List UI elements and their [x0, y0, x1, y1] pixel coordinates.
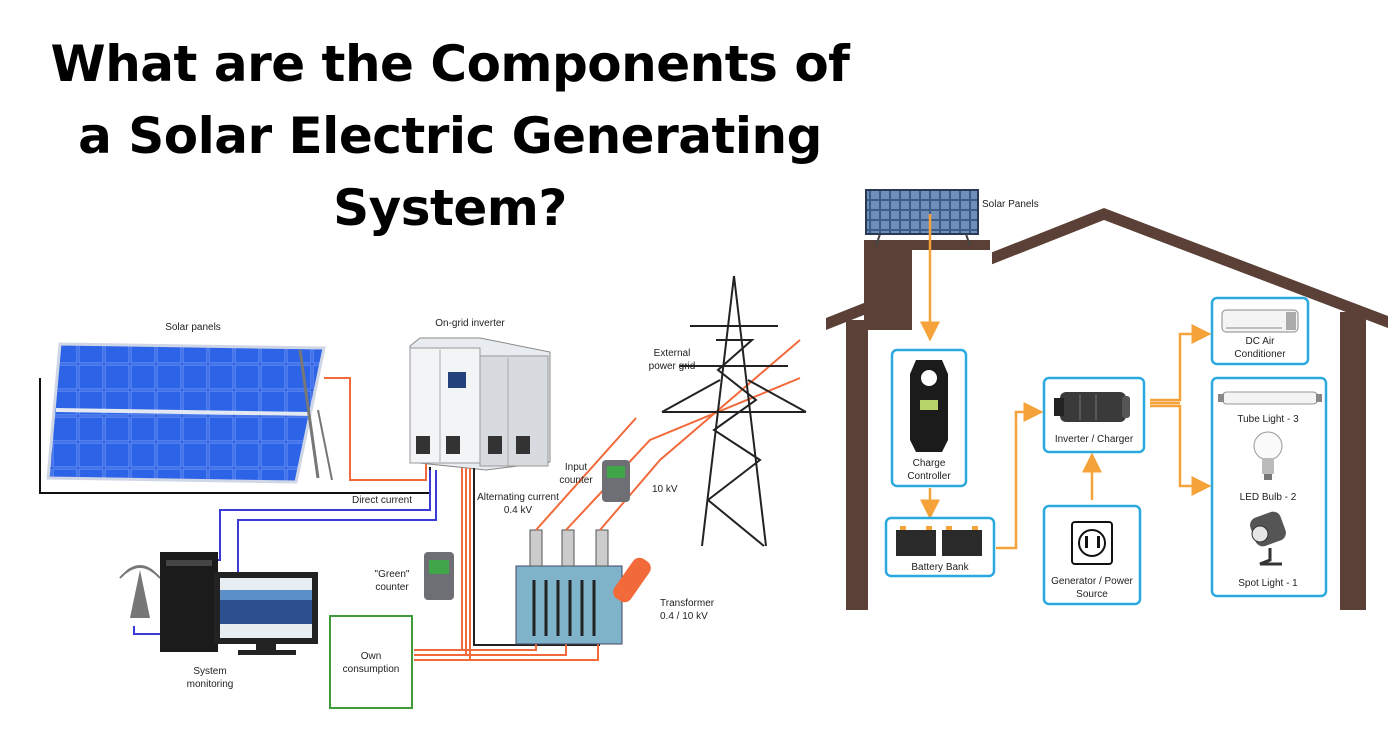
tube-light-label: Tube Light - 3: [1237, 414, 1299, 425]
title-line-2: a Solar Electric Generating: [78, 107, 822, 165]
inverter-label: On-grid inverter: [435, 318, 505, 329]
title-line-3: System?: [333, 179, 567, 237]
transmission-tower-icon: [661, 275, 807, 547]
generator-label-2: Source: [1076, 589, 1108, 600]
air-conditioner-icon: [1221, 309, 1299, 333]
own-consumption-label-2: consumption: [343, 664, 400, 675]
solar-panels-left-icon: [46, 342, 333, 484]
own-consumption-box: [329, 615, 413, 709]
transformer-icon: [515, 529, 651, 645]
dc-air-label-2: Conditioner: [1234, 349, 1286, 360]
green-counter-icon: [424, 552, 454, 600]
page-title: What are the Components of a Solar Elect…: [0, 28, 900, 244]
alternating-current-label-1: Alternating current: [477, 492, 559, 503]
charge-controller-label-1: Charge: [913, 458, 946, 469]
lights-box: [1210, 376, 1328, 598]
spot-light-label: Spot Light - 1: [1238, 578, 1298, 589]
inverter-charger-label: Inverter / Charger: [1055, 434, 1134, 445]
solar-panels-label: Solar panels: [165, 322, 221, 333]
generator-label-1: Generator / Power: [1051, 576, 1133, 587]
tube-light-icon: [1218, 391, 1322, 405]
left-diagram: Solar panels Direct current On-grid inve…: [39, 275, 807, 709]
right-diagram: Solar Panels Charge Controller Battery B: [826, 189, 1388, 610]
transformer-label-1: Transformer: [660, 598, 715, 609]
direct-current-label: Direct current: [352, 495, 412, 506]
battery-icon: [896, 526, 982, 556]
transformer-label-2: 0.4 / 10 kV: [660, 611, 708, 622]
solar-panels-right-icon: [865, 189, 979, 247]
power-outlet-icon: [1071, 521, 1113, 565]
external-grid-label-2: power grid: [649, 361, 696, 372]
green-counter-label-2: counter: [375, 582, 409, 593]
input-counter-label-1: Input: [565, 462, 587, 473]
green-counter-label-1: "Green": [375, 569, 410, 580]
spot-light-icon: [1250, 511, 1286, 566]
inverter-charger-icon: [1054, 392, 1130, 422]
battery-bank-label: Battery Bank: [911, 562, 969, 573]
own-consumption-label-1: Own: [361, 651, 382, 662]
led-bulb-icon: [1253, 431, 1283, 480]
voltage-10kv-label: 10 kV: [652, 484, 678, 495]
system-monitoring-label-1: System: [193, 666, 226, 677]
alternating-current-label-2: 0.4 kV: [504, 505, 533, 516]
led-bulb-label: LED Bulb - 2: [1240, 492, 1297, 503]
inverter-icon: [409, 337, 551, 471]
input-counter-icon: [602, 460, 630, 502]
system-monitoring-label-2: monitoring: [187, 679, 234, 690]
charge-controller-icon: [910, 360, 948, 452]
monitoring-computer-icon: [119, 552, 318, 655]
right-solar-panels-label: Solar Panels: [982, 199, 1039, 210]
charge-controller-label-2: Controller: [907, 471, 951, 482]
title-line-1: What are the Components of: [50, 35, 850, 93]
dc-air-label-1: DC Air: [1246, 336, 1276, 347]
input-counter-label-2: counter: [559, 475, 593, 486]
external-grid-label-1: External: [654, 348, 691, 359]
